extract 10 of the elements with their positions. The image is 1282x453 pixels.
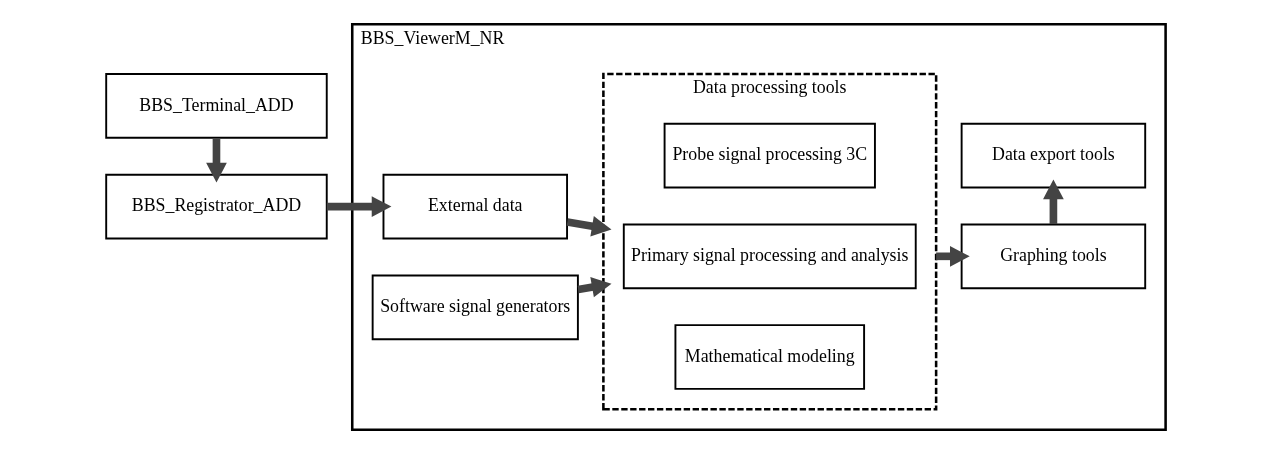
node-box: Data export tools xyxy=(960,122,1147,188)
node-box: Software signal generators xyxy=(371,274,579,340)
node-box: BBS_Registrator_ADD xyxy=(105,173,328,239)
node-box: External data xyxy=(382,173,568,239)
node-box: Primary signal processing and analysis xyxy=(622,223,917,289)
node-box: BBS_Terminal_ADD xyxy=(105,72,328,139)
node-box: Probe signal processing 3C xyxy=(663,122,876,188)
arrow xyxy=(566,215,612,236)
node-box: Mathematical modeling xyxy=(674,323,866,390)
node-box: Graphing tools xyxy=(960,223,1147,289)
